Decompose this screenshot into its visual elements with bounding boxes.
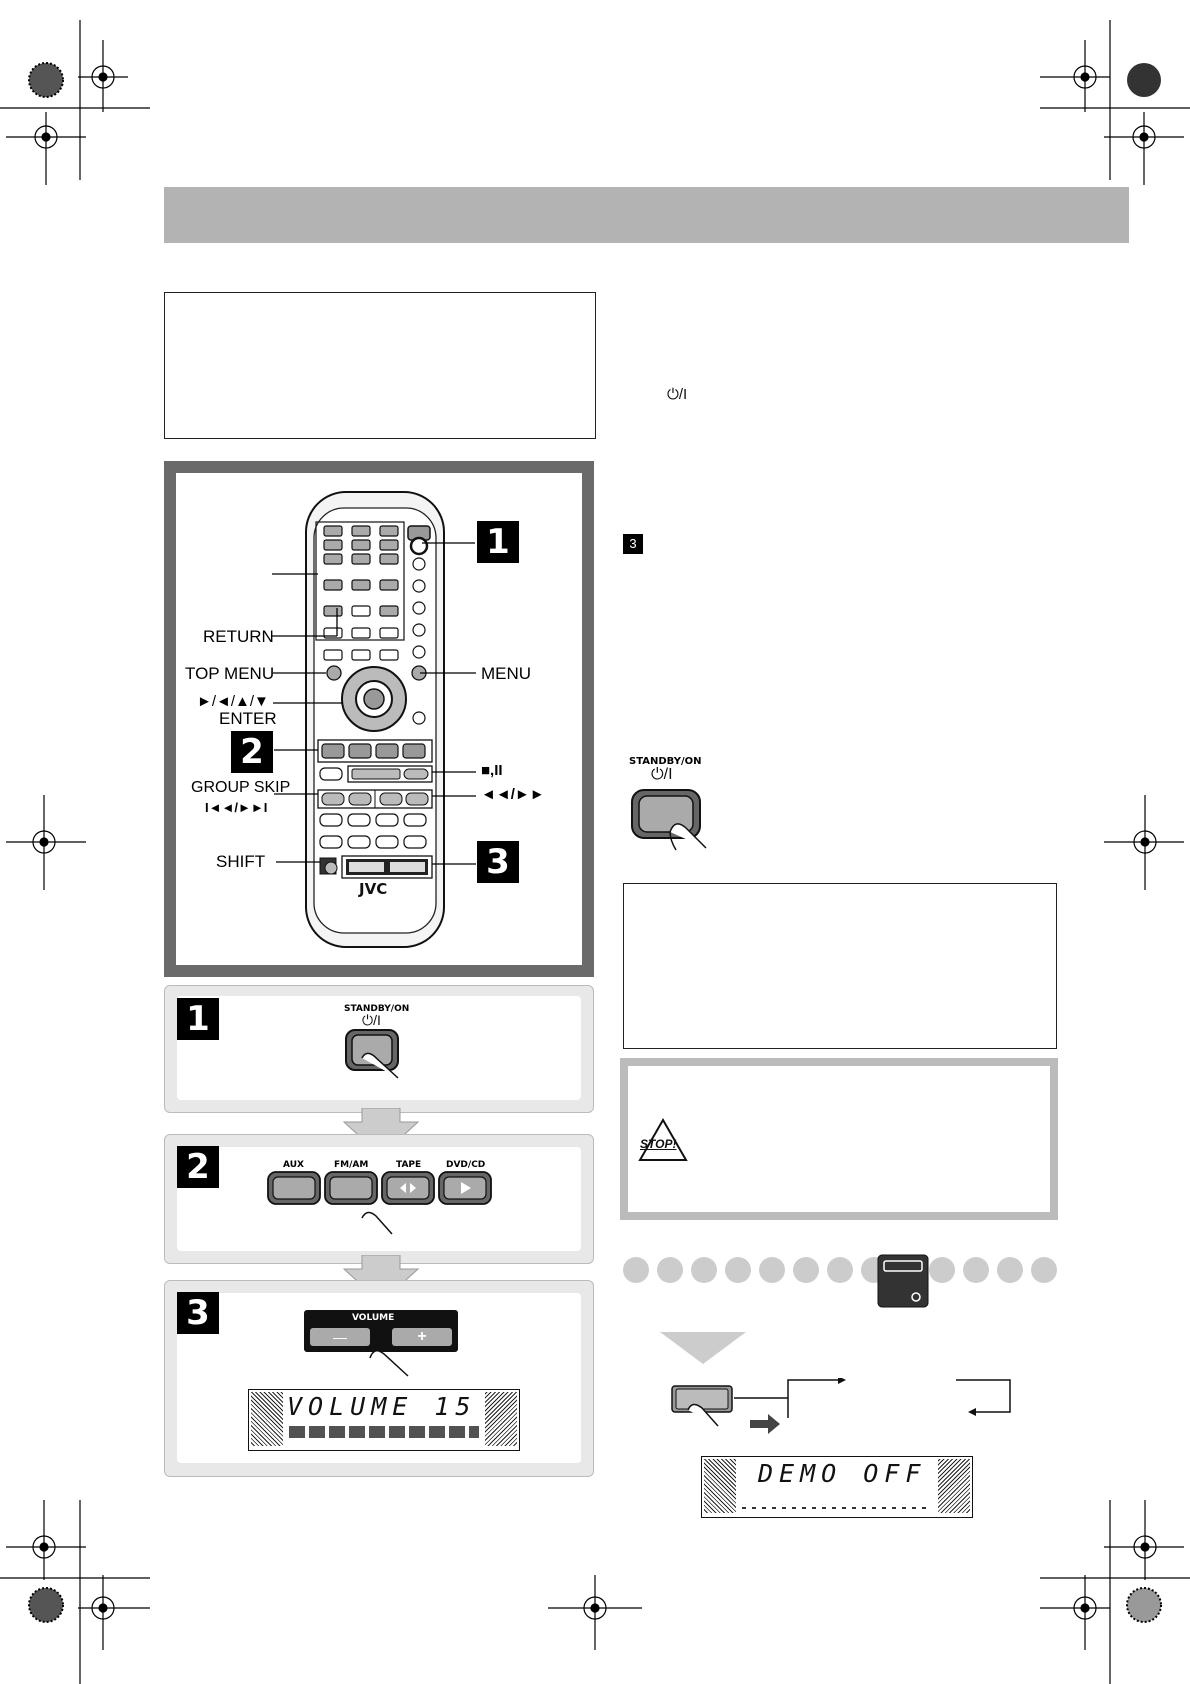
cursor-keys-label: ►/◄/▲/▼ bbox=[197, 693, 269, 710]
big-down-arrow bbox=[660, 1332, 746, 1364]
aux-label: AUX bbox=[283, 1160, 304, 1170]
tape-label: TAPE bbox=[396, 1160, 422, 1170]
step-1-standby-button[interactable] bbox=[344, 1028, 404, 1088]
progress-dots bbox=[623, 1254, 1057, 1308]
group-skip-label: GROUP SKIP bbox=[191, 779, 291, 796]
volume-display-text: VOLUME 15 bbox=[287, 1392, 477, 1421]
volume-minus-button[interactable]: — bbox=[310, 1328, 370, 1346]
top-menu-label: TOP MENU bbox=[185, 664, 275, 683]
remote-callout-3: 3 bbox=[477, 841, 519, 883]
fm-am-label: FM/AM bbox=[334, 1160, 369, 1170]
power-symbol-inline: ⏻/I bbox=[667, 386, 688, 403]
volume-label: VOLUME bbox=[352, 1313, 395, 1323]
remote-callout-2: 2 bbox=[231, 731, 273, 773]
enter-label: ENTER bbox=[219, 709, 277, 728]
remote-callout-1: 1 bbox=[477, 521, 519, 563]
volume-press-hand bbox=[369, 1350, 409, 1377]
step-ref-badge: 3 bbox=[623, 534, 643, 554]
rew-ff-label: ◄◄/►► bbox=[481, 786, 545, 803]
menu-label: MENU bbox=[481, 664, 532, 683]
step-3-number: 3 bbox=[177, 1292, 219, 1334]
step-1-number: 1 bbox=[177, 998, 219, 1040]
stop-warning-icon bbox=[638, 1118, 688, 1161]
step-1-panel bbox=[164, 985, 594, 1113]
demo-display-panel: DEMO OFF bbox=[701, 1456, 973, 1518]
standby-on-label: STANDBY/ON bbox=[629, 756, 702, 767]
note-box bbox=[164, 292, 596, 439]
shift-label: SHIFT bbox=[216, 852, 266, 871]
section-header-bar bbox=[164, 187, 1129, 243]
demo-cycle-diagram bbox=[671, 1378, 1011, 1434]
right-note-box bbox=[623, 883, 1057, 1049]
remote-brand-logo: JVC bbox=[359, 880, 388, 898]
demo-display-text: DEMO OFF bbox=[758, 1459, 927, 1488]
step-2-number: 2 bbox=[177, 1146, 219, 1188]
remote-leader-lines bbox=[272, 542, 476, 865]
source-buttons bbox=[267, 1171, 492, 1235]
caution-box bbox=[620, 1058, 1058, 1220]
volume-plus-button[interactable]: + bbox=[392, 1328, 452, 1346]
step-2-panel bbox=[164, 1134, 594, 1264]
volume-control: VOLUME — + bbox=[304, 1310, 458, 1352]
step-1-standby-label: STANDBY/ON bbox=[344, 1004, 410, 1014]
standby-on-button[interactable] bbox=[630, 788, 710, 858]
group-skip-keys-label: I◄◄/►►I bbox=[205, 800, 268, 815]
step-1-power-symbol: ⏻/I bbox=[362, 1012, 381, 1028]
volume-display-panel: VOLUME 15 bbox=[248, 1389, 520, 1451]
dvd-cd-label: DVD/CD bbox=[446, 1160, 486, 1170]
stop-warning-text: STOP! bbox=[640, 1137, 677, 1151]
stop-pause-label: ■,II bbox=[481, 762, 503, 779]
remote-control-illustration bbox=[305, 491, 445, 948]
standby-power-symbol: ⏻/I bbox=[651, 766, 673, 783]
return-label: RETURN bbox=[203, 627, 274, 646]
